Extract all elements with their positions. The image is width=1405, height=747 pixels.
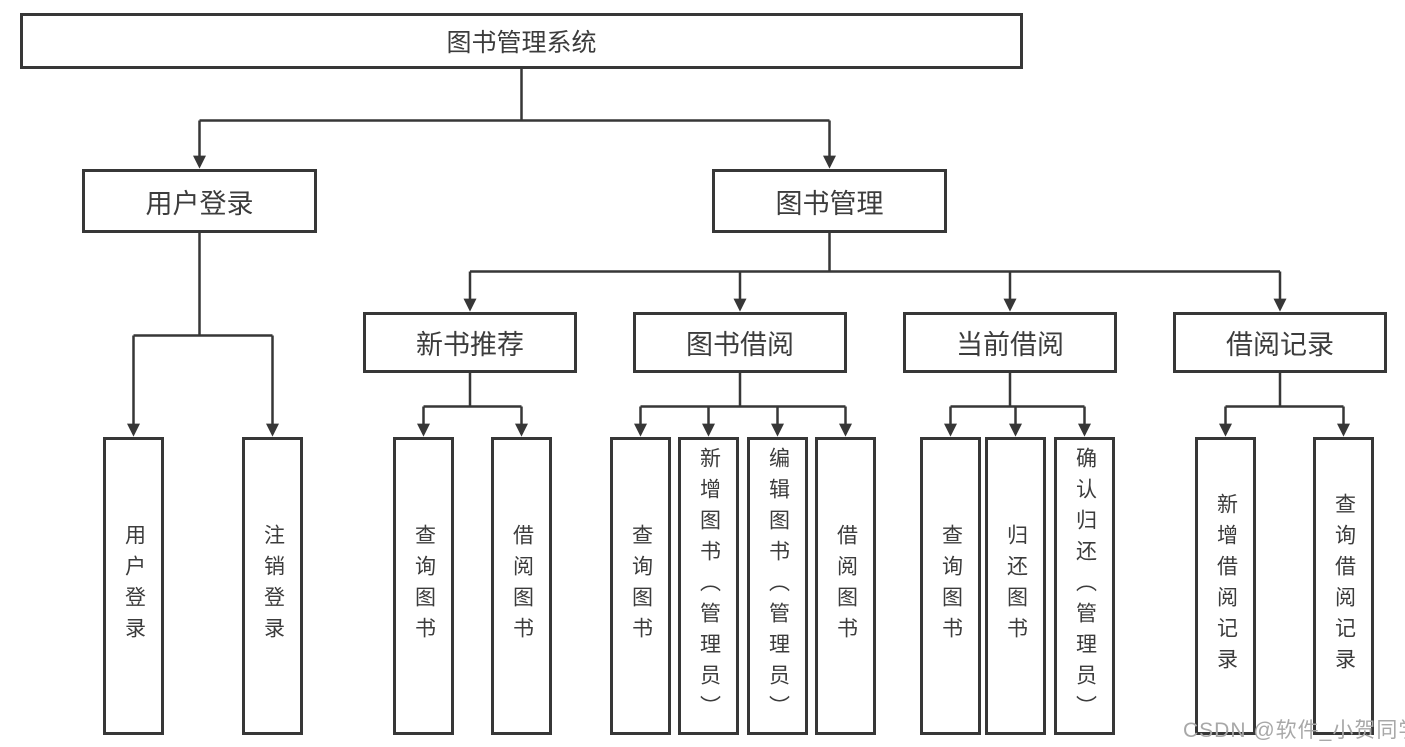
leaf-bb-query-book: 查询图书	[610, 437, 671, 735]
leaf-cb-query-book: 查询图书	[920, 437, 981, 735]
leaf-bb-edit-book-admin: 编辑图书（管理员）	[747, 437, 808, 735]
leaf-nbr-borrow-book: 借阅图书	[491, 437, 552, 735]
leaf-cb-confirm-return-admin: 确认归还（管理员）	[1054, 437, 1115, 735]
connector-borrow-records-trunk	[1225, 373, 1344, 408]
leaf-bb-add-book-admin: 新增图书（管理员）	[678, 437, 739, 735]
node-user-login: 用户登录	[82, 169, 317, 233]
connector-book-borrow-trunk	[640, 373, 846, 408]
connector-user-login-trunk	[133, 233, 273, 337]
node-borrow-records: 借阅记录	[1173, 312, 1387, 373]
leaf-bb-borrow-book: 借阅图书	[815, 437, 876, 735]
node-book-management: 图书管理	[712, 169, 947, 233]
leaf-br-query-record: 查询借阅记录	[1313, 437, 1374, 735]
node-current-borrow: 当前借阅	[903, 312, 1117, 373]
leaf-logout: 注销登录	[242, 437, 303, 735]
connector-book-mgmt-trunk	[470, 233, 1280, 273]
csdn-watermark: CSDN @软件_小贺同学	[1183, 719, 1405, 742]
leaf-br-add-record: 新增借阅记录	[1195, 437, 1256, 735]
leaf-cb-return-book: 归还图书	[985, 437, 1046, 735]
node-new-book-recommend: 新书推荐	[363, 312, 577, 373]
node-system-root: 图书管理系统	[20, 13, 1023, 69]
node-book-borrow: 图书借阅	[633, 312, 847, 373]
connector-new-book-trunk	[423, 373, 522, 408]
leaf-nbr-query-book: 查询图书	[393, 437, 454, 735]
connector-root-trunk	[199, 69, 830, 122]
connector-current-borrow-trunk	[950, 373, 1085, 408]
leaf-user-login: 用户登录	[103, 437, 164, 735]
